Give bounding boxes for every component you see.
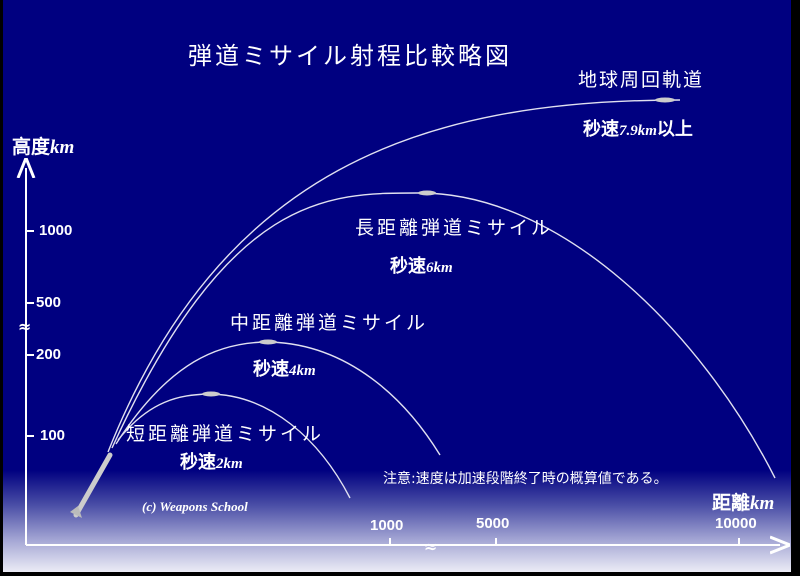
x-tick-label: 5000 bbox=[476, 515, 510, 532]
long-range-label: 長距離弾道ミサイル bbox=[355, 217, 554, 239]
speed-suffix: 以上 bbox=[656, 119, 693, 140]
speed-prefix: 秒速 bbox=[583, 119, 619, 140]
y-tick-label: 1000 bbox=[39, 222, 73, 239]
y-axis-unit: km bbox=[50, 137, 75, 158]
diagram-title: 弾道ミサイル射程比較略図 bbox=[188, 42, 512, 70]
medium-range-label: 中距離弾道ミサイル bbox=[230, 312, 429, 334]
y-axis-label: 高度km bbox=[12, 132, 74, 159]
medium-range-speed: 秒速4km bbox=[253, 355, 316, 381]
copyright-text: (c) Weapons School bbox=[142, 499, 248, 514]
y-tick-label: 200 bbox=[36, 346, 62, 363]
speed-prefix: 秒速 bbox=[390, 256, 426, 277]
x-axis-break-icon: ≈ bbox=[424, 537, 437, 556]
orbit-trajectory bbox=[107, 99, 681, 453]
x-axis-unit: km bbox=[750, 493, 775, 514]
short-range-label: 短距離弾道ミサイル bbox=[126, 423, 325, 445]
x-tick-label: 1000 bbox=[370, 517, 404, 534]
orbit-label: 地球周回軌道 bbox=[578, 69, 705, 91]
x-ticks bbox=[389, 538, 740, 545]
x-axis-label-text: 距離 bbox=[712, 492, 751, 514]
x-tick-label: 10000 bbox=[715, 515, 757, 532]
missile-markers bbox=[202, 97, 675, 397]
rocket-icon bbox=[70, 452, 113, 518]
speed-value: 2km bbox=[216, 456, 243, 472]
x-axis-label: 距離km bbox=[712, 488, 774, 515]
speed-value: 6km bbox=[426, 260, 453, 276]
y-axis-break-icon: ≈ bbox=[18, 317, 31, 336]
short-range-trajectory bbox=[117, 393, 351, 499]
y-tick-label: 500 bbox=[36, 294, 62, 311]
y-ticks bbox=[26, 230, 34, 437]
long-range-speed: 秒速6km bbox=[390, 252, 453, 278]
short-range-speed: 秒速2km bbox=[180, 448, 243, 474]
speed-value: 7.9km bbox=[619, 123, 657, 139]
speed-prefix: 秒速 bbox=[180, 452, 216, 473]
y-axis-label-text: 高度 bbox=[12, 136, 51, 158]
diagram-background bbox=[3, 0, 791, 572]
note-text: 注意:速度は加速段階終了時の概算値である。 bbox=[383, 471, 668, 487]
speed-prefix: 秒速 bbox=[253, 359, 289, 380]
speed-value: 4km bbox=[289, 363, 316, 379]
orbit-speed: 秒速7.9km以上 bbox=[583, 115, 693, 141]
y-tick-label: 100 bbox=[40, 427, 66, 444]
